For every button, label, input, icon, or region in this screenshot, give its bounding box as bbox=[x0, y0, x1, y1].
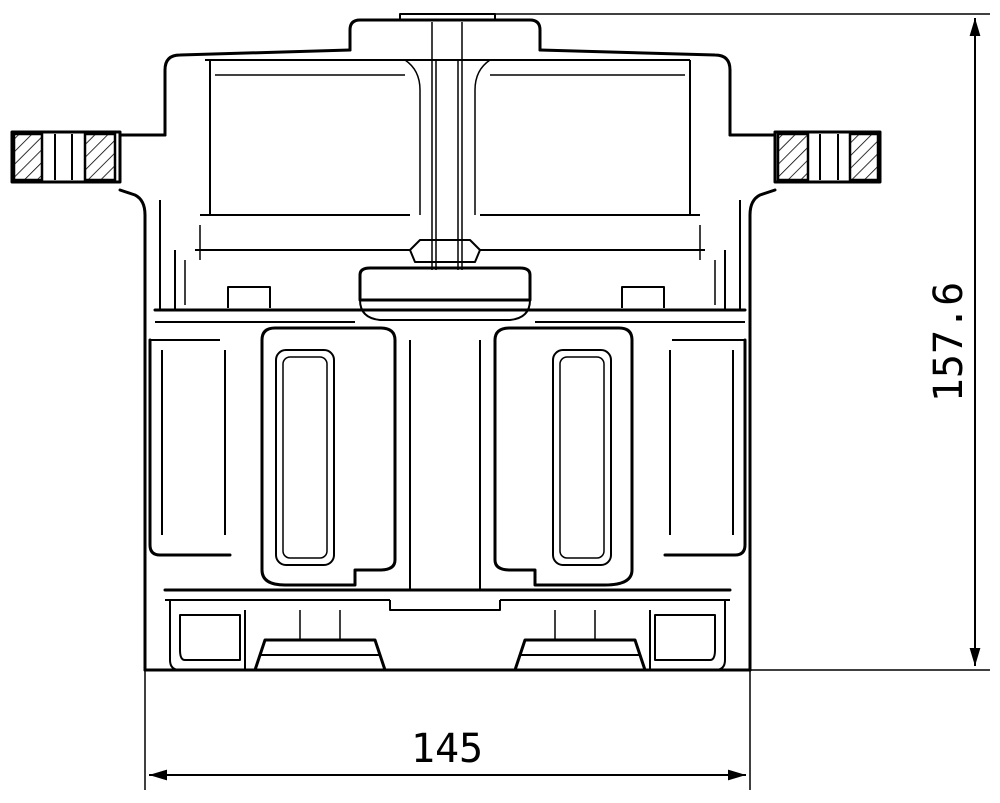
height-dimension: 157.6 bbox=[495, 13, 990, 671]
left-mounting-flange bbox=[10, 130, 122, 184]
width-dimension-label: 145 bbox=[411, 726, 483, 772]
height-dimension-label: 157.6 bbox=[926, 282, 972, 402]
width-dimension: 145 bbox=[144, 670, 751, 790]
housing-outline bbox=[118, 13, 777, 672]
right-mounting-flange bbox=[773, 130, 882, 184]
